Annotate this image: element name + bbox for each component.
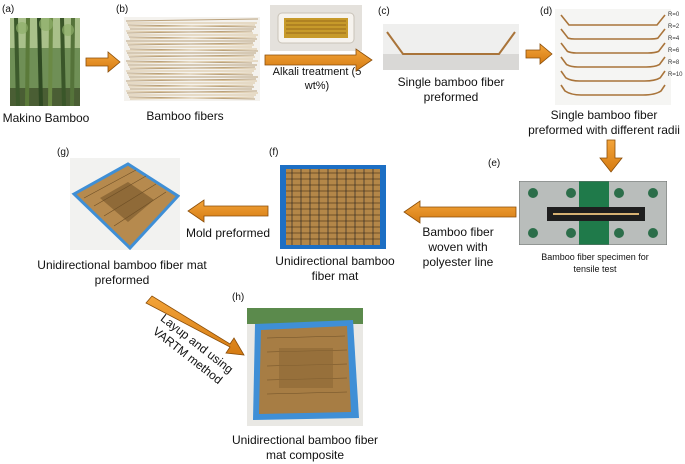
caption-makino-bamboo: Makino Bamboo (2, 111, 90, 125)
arrow-d-to-e (599, 139, 623, 173)
caption-composite: Unidirectional bamboo fiber mat composit… (231, 433, 379, 462)
arrow-e-to-f (403, 200, 517, 224)
panel-tag-e: (e) (488, 158, 501, 169)
panel-tag-c: (c) (378, 6, 390, 17)
step-woven-polyester: Bamboo fiber woven with polyester line (422, 225, 494, 269)
radius-fiber-curve (560, 56, 666, 68)
fiber-mat-photo (280, 165, 386, 249)
panel-tag-h: (h) (232, 292, 245, 303)
bamboo-fibers-photo (124, 17, 260, 101)
radius-fiber-curve (560, 42, 666, 54)
tensile-specimen-photo (519, 181, 667, 245)
radius-fiber-curve (560, 84, 666, 96)
arrow-c-to-d (525, 43, 553, 65)
caption-bamboo-fibers: Bamboo fibers (146, 109, 224, 123)
radius-fiber-curve (560, 28, 666, 40)
caption-mat-preformed: Unidirectional bamboo fiber mat preforme… (37, 258, 207, 287)
caption-tensile-specimen: Bamboo fiber specimen for tensile test (541, 252, 649, 274)
bamboo-forest-photo (10, 18, 80, 106)
radius-label: R=2 (668, 24, 680, 30)
radius-fiber-curve (560, 14, 666, 26)
alkali-tray-photo (270, 5, 362, 51)
step-mold-preformed: Mold preformed (185, 226, 271, 240)
panel-tag-f: (f) (269, 147, 279, 158)
caption-single-fiber-preformed: Single bamboo fiber preformed (397, 75, 505, 104)
caption-different-radii: Single bamboo fiber preformed with diffe… (528, 108, 680, 137)
radius-label: R=0 (668, 12, 680, 18)
arrow-f-to-g (187, 199, 269, 223)
radius-label: R=10 (668, 72, 683, 78)
caption-fiber-mat: Unidirectional bamboo fiber mat (275, 254, 395, 283)
radius-fiber-curve (560, 70, 666, 82)
radius-label: R=4 (668, 36, 680, 42)
step-alkali-treatment: Alkali treatment (5 wt%) (272, 66, 362, 92)
fiber-radii-photo (555, 9, 671, 105)
mat-preformed-photo (70, 158, 180, 250)
arrow-a-to-b (85, 51, 121, 73)
panel-tag-g: (g) (57, 147, 70, 158)
panel-tag-d: (d) (540, 6, 553, 17)
panel-tag-b: (b) (116, 4, 129, 15)
radius-label: R=8 (668, 60, 680, 66)
arrow-g-to-h (145, 295, 245, 356)
single-fiber-preformed-photo (383, 24, 519, 70)
arrow-b-to-c (264, 48, 373, 72)
composite-photo (247, 308, 363, 426)
radius-label: R=6 (668, 48, 680, 54)
panel-tag-a: (a) (2, 4, 15, 15)
